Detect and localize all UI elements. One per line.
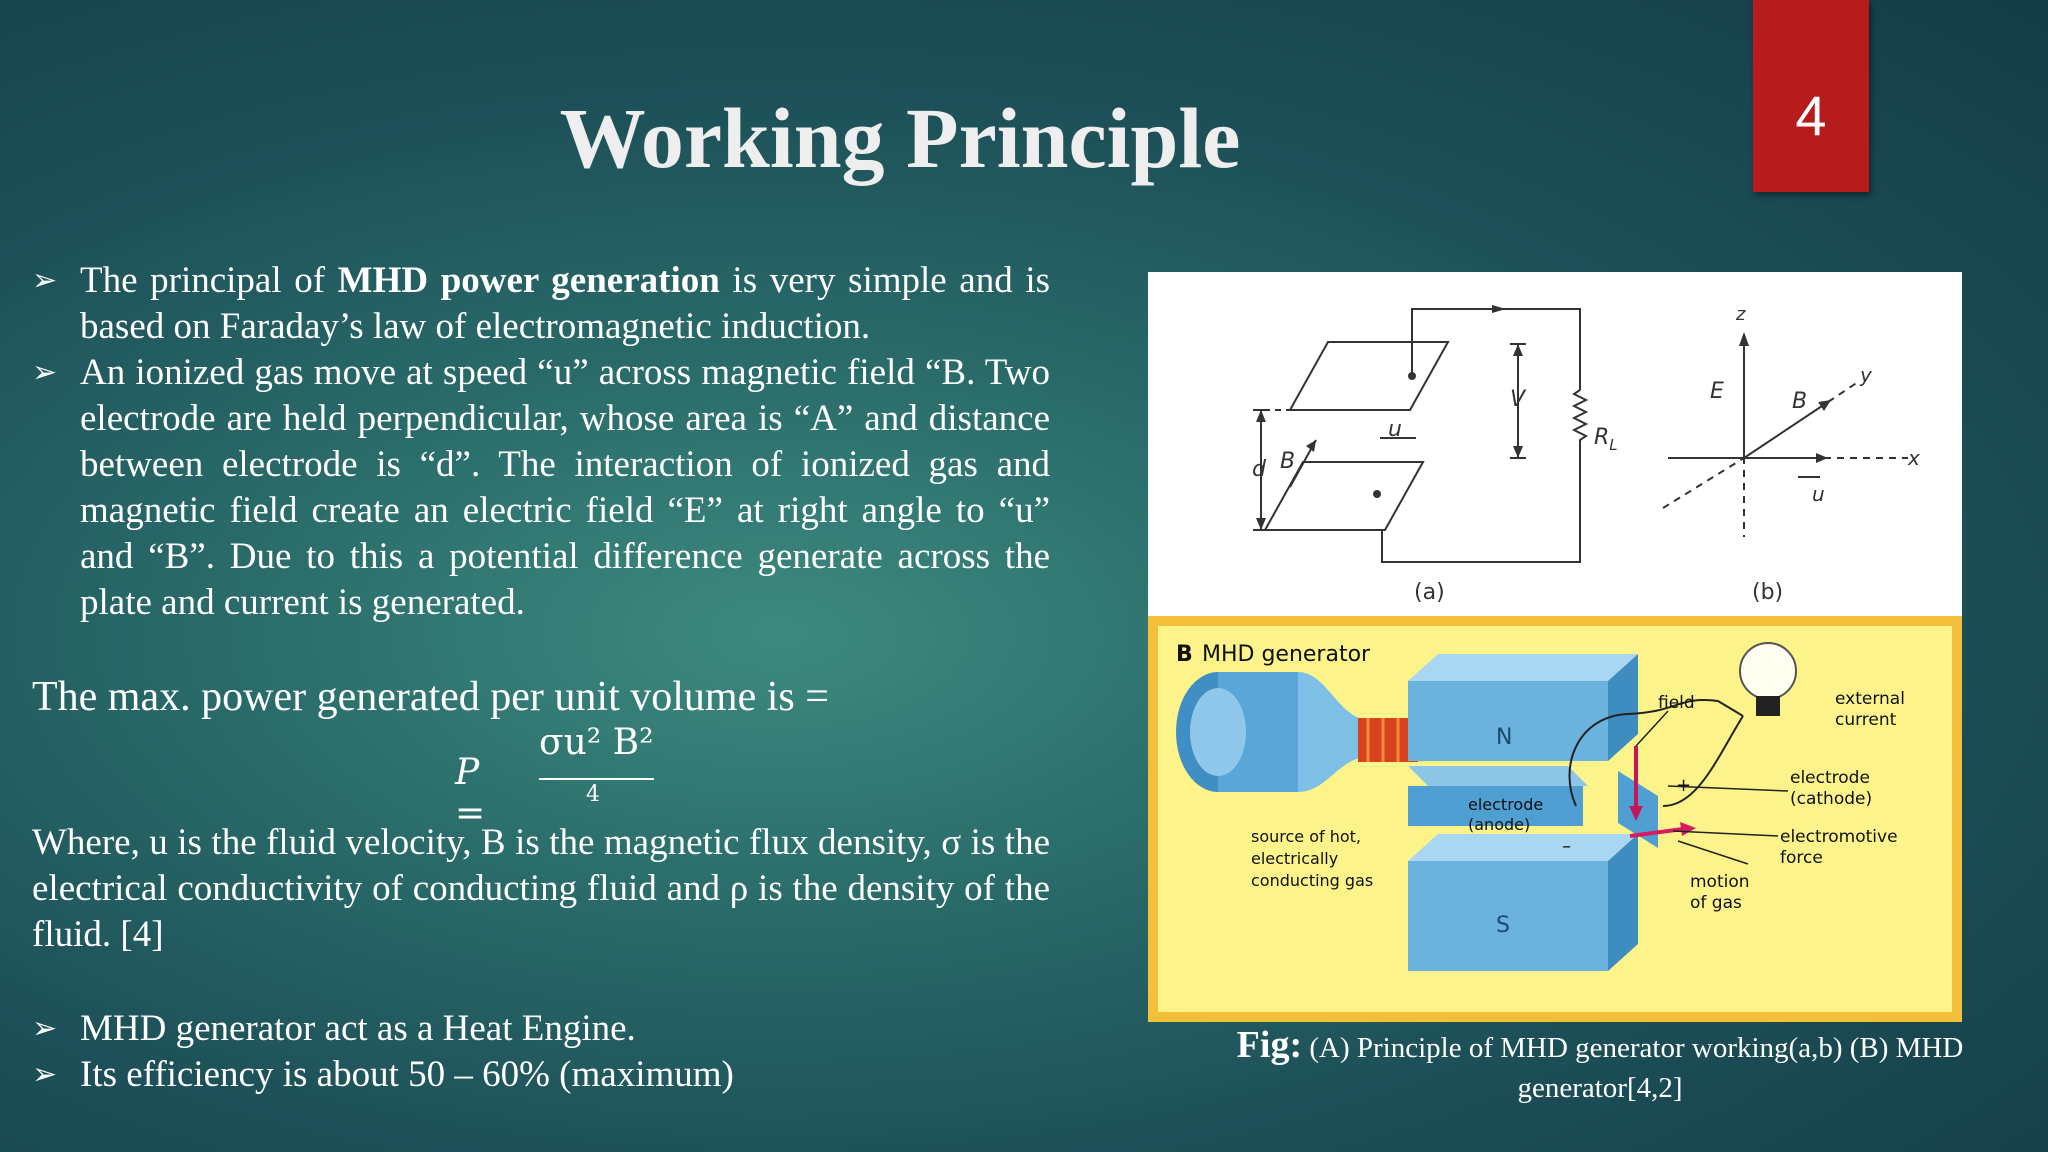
formula-lhs: P =	[455, 752, 486, 834]
label-b: (b)	[1752, 580, 1783, 605]
panel-b-letter: B	[1176, 642, 1193, 667]
principle-bullets: The principal of MHD power generation is…	[32, 258, 1050, 626]
label-emf-2: force	[1780, 848, 1823, 868]
label-external-2: current	[1835, 710, 1897, 730]
label-d: d	[1252, 457, 1267, 482]
label-motion-2: of gas	[1690, 893, 1742, 913]
summary-bullets: MHD generator act as a Heat Engine. Its …	[32, 1006, 1050, 1098]
bullet-item: An ionized gas move at speed “u” across …	[32, 350, 1050, 626]
mhd-principle-diagram: d V RL B u z y x E B u (a) (b)	[1252, 304, 1920, 605]
label-external-1: external	[1835, 689, 1905, 709]
label-field: field	[1658, 693, 1695, 713]
label-source-2: electrically	[1251, 849, 1338, 868]
caption-fig-label: Fig:	[1236, 1024, 1303, 1066]
figure-caption: Fig: (A) Principle of MHD generator work…	[1210, 1025, 1990, 1108]
label-RL-sub: L	[1609, 436, 1617, 454]
label-emf-1: electromotive	[1780, 827, 1898, 847]
label-plus: +	[1676, 775, 1691, 796]
label-u2: u	[1812, 482, 1825, 506]
label-cathode-1: electrode	[1790, 768, 1870, 788]
label-y: y	[1859, 363, 1873, 387]
fraction-bar	[539, 778, 654, 780]
label-a: (a)	[1414, 580, 1445, 605]
bullet-item: The principal of MHD power generation is…	[32, 258, 1050, 350]
slide-title: Working Principle	[559, 90, 1241, 186]
bullet-text-post: is very simple and is based on Faraday’s…	[80, 260, 1051, 347]
label-x: x	[1907, 446, 1920, 470]
label-z: z	[1735, 304, 1746, 325]
bullet-text-bold: MHD power generation	[337, 260, 720, 301]
label-RL: RL	[1594, 425, 1618, 454]
power-intro: The max. power generated per unit volume…	[32, 674, 829, 720]
panel-b-title: MHD generator	[1202, 642, 1371, 667]
formula-denominator: 4	[586, 782, 600, 807]
label-minus: –	[1562, 836, 1571, 857]
mhd-generator-panel: B MHD generator N S field external curre…	[1148, 616, 1962, 1022]
page-number-badge: 4	[1753, 0, 1869, 192]
label-V: V	[1510, 387, 1527, 412]
label-motion-1: motion	[1690, 872, 1750, 892]
label-B2: B	[1792, 389, 1807, 414]
mhd-generator-illustration: B MHD generator N S field external curre…	[1176, 642, 1905, 971]
label-S: S	[1496, 913, 1510, 938]
label-source-1: source of hot,	[1251, 827, 1361, 846]
formula-numerator: σu² B²	[539, 722, 654, 763]
label-anode-1: electrode	[1468, 795, 1543, 814]
label-anode-2: (anode)	[1468, 815, 1530, 834]
label-u: u	[1388, 417, 1402, 442]
label-cathode-2: (cathode)	[1790, 789, 1872, 809]
label-RL-main: R	[1594, 425, 1609, 450]
bullet-text-pre: The principal of	[80, 260, 338, 301]
caption-text: (A) Principle of MHD generator working(a…	[1302, 1032, 1964, 1104]
mhd-figure: d V RL B u z y x E B u (a) (b)	[1148, 272, 1962, 1022]
label-B: B	[1280, 449, 1295, 474]
bullet-item: MHD generator act as a Heat Engine.	[32, 1006, 1050, 1052]
where-paragraph: Where, u is the fluid velocity, B is the…	[32, 822, 1050, 955]
label-E: E	[1710, 379, 1724, 404]
bullet-text: An ionized gas move at speed “u” across …	[80, 352, 1050, 623]
label-N: N	[1496, 725, 1512, 750]
bullet-item: Its efficiency is about 50 – 60% (maximu…	[32, 1052, 1050, 1098]
label-source-3: conducting gas	[1251, 871, 1373, 890]
